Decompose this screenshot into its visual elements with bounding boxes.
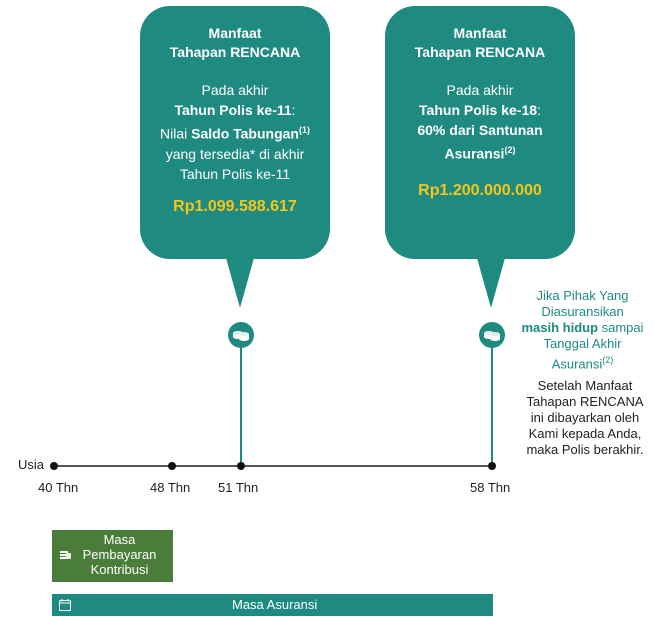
tick-label: 40 Thn xyxy=(38,480,79,495)
body-line: Tahun Polis ke-11 xyxy=(179,165,291,182)
body-line: Asuransi(2) xyxy=(401,140,559,164)
benefit-amount: Rp1.099.588.617 xyxy=(173,197,297,215)
footnote-ref: (2) xyxy=(504,145,516,155)
payment-period-bar: Masa Pembayaran Kontribusi xyxy=(52,530,173,582)
footnote-ref: (1) xyxy=(298,125,310,135)
note-line: masih hidup sampai xyxy=(515,320,650,336)
bubble-body: Pada akhir Tahun Polis ke-11: Nilai Sald… xyxy=(156,80,314,184)
text: Asuransi xyxy=(551,356,603,372)
body-line: Tahun Polis ke-18: xyxy=(401,100,559,120)
body-line: 60% dari Santunan xyxy=(401,120,559,140)
note-line: Asuransi(2) xyxy=(515,352,650,372)
note-line: ini dibayarkan oleh xyxy=(530,410,640,425)
text: : xyxy=(537,102,541,118)
footnote-ref: (2) xyxy=(602,355,614,365)
bubble-tail xyxy=(226,258,254,308)
bar-label-line: Pembayaran xyxy=(82,547,157,562)
text: : xyxy=(291,102,296,118)
bar-label: Masa Asuransi xyxy=(232,597,318,612)
benefit-bubble-year-18: Manfaat Tahapan RENCANA Pada akhir Tahun… xyxy=(385,6,575,259)
benefit-bubble-year-11: Manfaat Tahapan RENCANA Pada akhir Tahun… xyxy=(140,6,330,259)
note-line: Tanggal Akhir xyxy=(543,336,622,351)
timeline-marker xyxy=(50,462,58,470)
timeline-axis xyxy=(54,465,494,467)
bold-text: Saldo Tabungan xyxy=(191,125,299,142)
calendar-icon xyxy=(58,598,72,615)
title-line: Tahapan RENCANA xyxy=(414,44,546,60)
survival-condition-note: Jika Pihak Yang Diasuransikan masih hidu… xyxy=(515,288,650,372)
bold-text: masih hidup xyxy=(521,320,599,335)
bold-text: 60% dari Santunan xyxy=(417,122,543,138)
timeline-marker xyxy=(488,462,496,470)
connector-line xyxy=(240,348,242,466)
tick-label: 58 Thn xyxy=(470,480,511,495)
body-line: Pada akhir xyxy=(446,82,514,98)
timeline-marker xyxy=(237,462,245,470)
bar-label-line: Masa xyxy=(103,532,136,547)
bold-text: Asuransi xyxy=(444,145,505,162)
text: sampai xyxy=(598,320,644,335)
connector-line xyxy=(491,348,493,466)
coins-icon xyxy=(58,548,72,565)
bubble-title: Manfaat Tahapan RENCANA xyxy=(156,24,314,62)
insurance-period-bar: Masa Asuransi xyxy=(52,594,493,616)
title-line: Manfaat xyxy=(453,25,507,41)
body-line: Nilai Saldo Tabungan(1) xyxy=(156,120,314,144)
axis-label: Usia xyxy=(18,457,45,472)
note-line: Kami kepada Anda, xyxy=(528,426,642,441)
text: Nilai xyxy=(160,125,192,142)
bar-label-line: Kontribusi xyxy=(90,562,149,577)
tick-label: 48 Thn xyxy=(150,480,191,495)
note-line: Diasuransikan xyxy=(541,304,624,319)
coins-icon xyxy=(479,322,505,348)
body-line: Pada akhir xyxy=(201,82,269,98)
timeline-marker xyxy=(168,462,176,470)
bold-text: Tahun Polis ke-11 xyxy=(174,102,292,118)
bubble-body: Pada akhir Tahun Polis ke-18: 60% dari S… xyxy=(401,80,559,164)
tick-label: 51 Thn xyxy=(218,480,259,495)
note-line: maka Polis berakhir. xyxy=(526,442,644,457)
bold-text: Tahun Polis ke-18 xyxy=(419,102,538,118)
title-line: Manfaat xyxy=(208,25,262,41)
note-line: Setelah Manfaat xyxy=(537,378,633,393)
benefit-amount: Rp1.200.000.000 xyxy=(418,181,542,199)
bubble-title: Manfaat Tahapan RENCANA xyxy=(401,24,559,62)
coins-icon xyxy=(228,322,254,348)
policy-end-note: Setelah Manfaat Tahapan RENCANA ini diba… xyxy=(515,378,654,458)
note-line: Jika Pihak Yang xyxy=(536,288,629,303)
body-line: Tahun Polis ke-11: xyxy=(156,100,314,120)
note-line: Tahapan RENCANA xyxy=(526,394,644,409)
bubble-tail xyxy=(477,258,505,308)
title-line: Tahapan RENCANA xyxy=(169,44,301,60)
body-line: yang tersedia* di akhir xyxy=(165,145,305,162)
